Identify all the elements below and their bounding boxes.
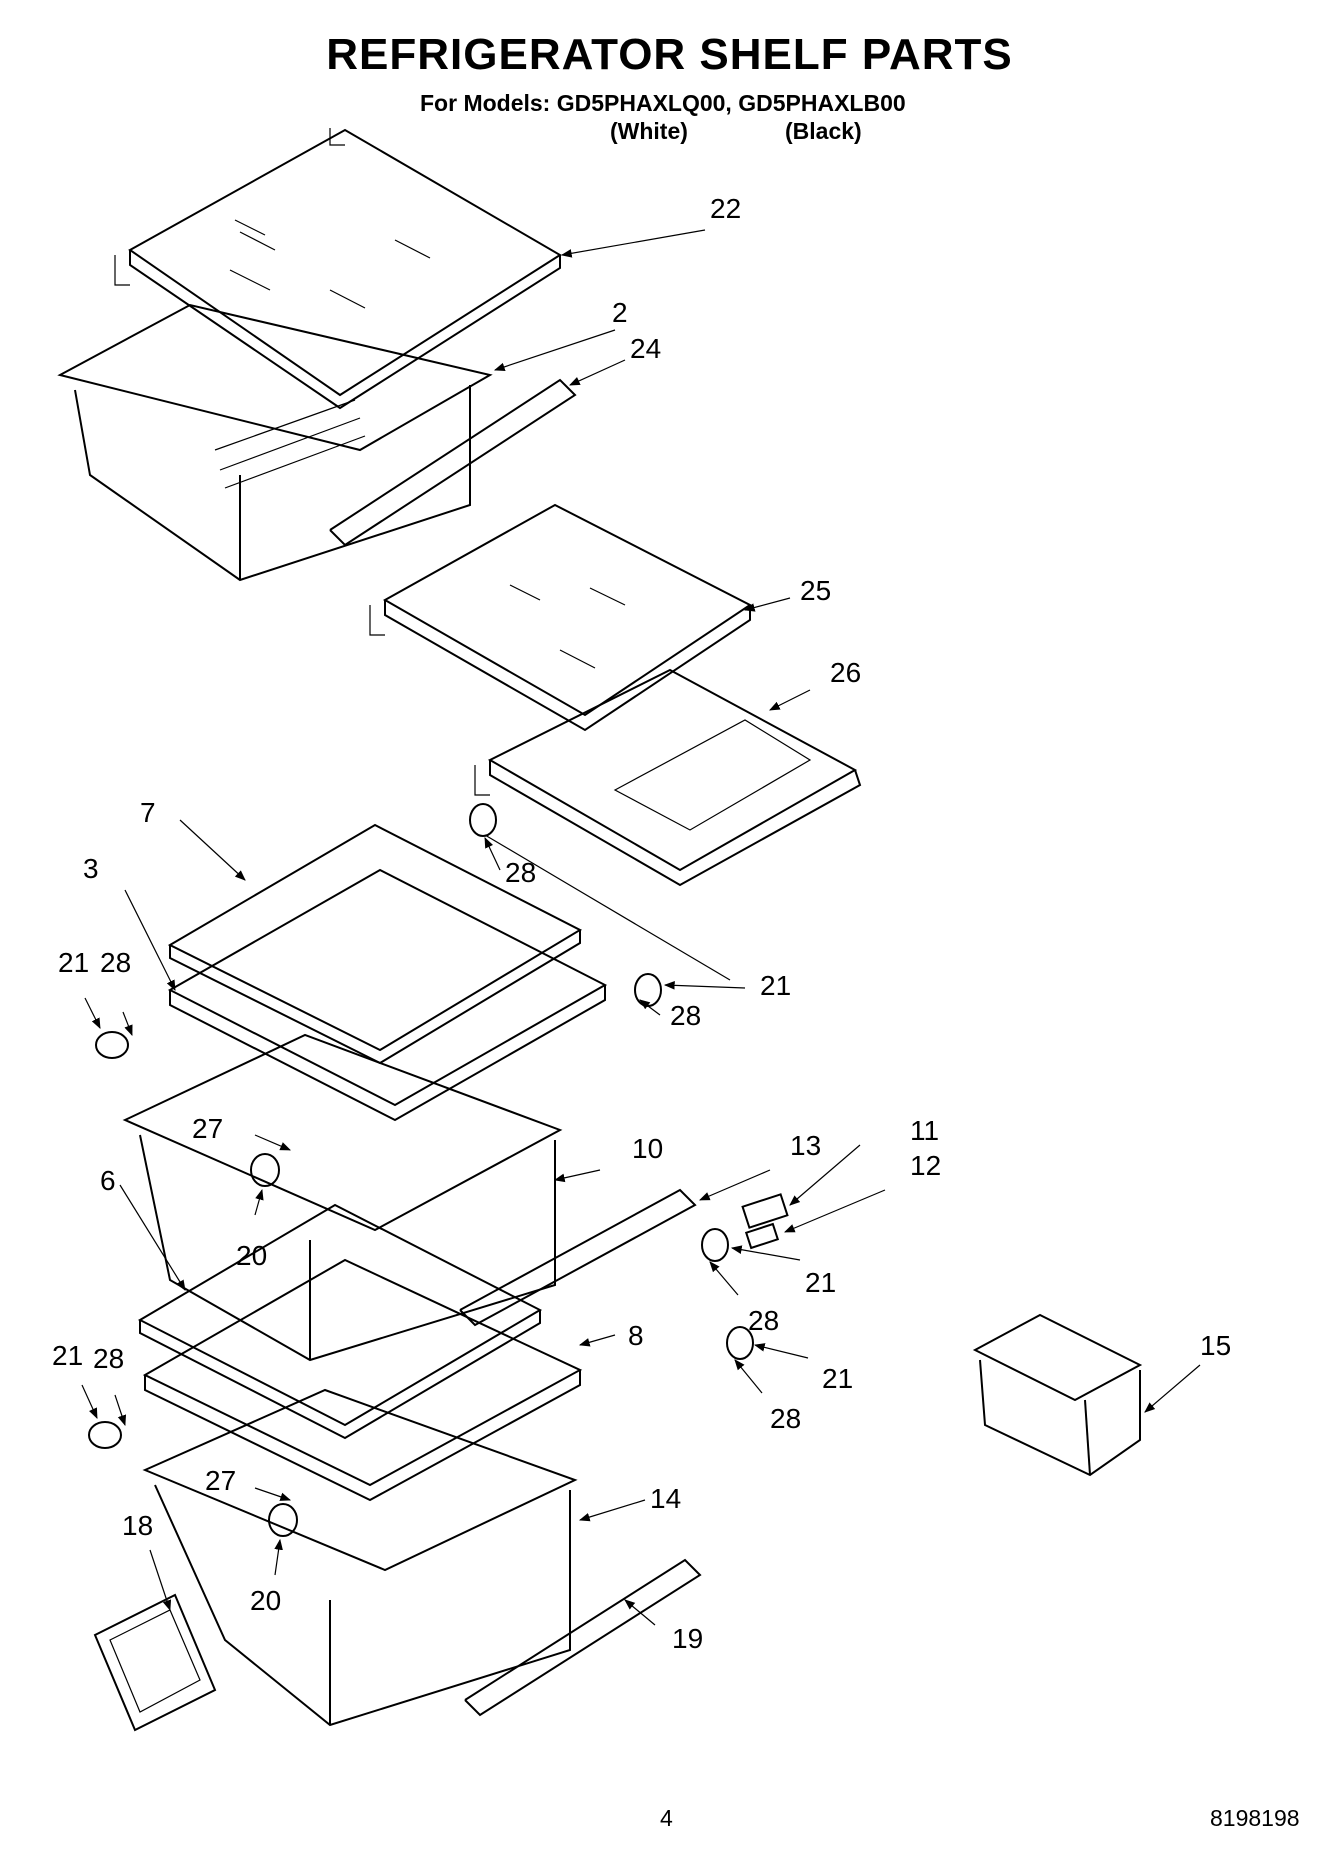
callout-25: 25 <box>800 575 831 606</box>
variant-black: (Black) <box>785 118 862 144</box>
callout-27-b: 27 <box>205 1465 236 1496</box>
callout-6: 6 <box>100 1165 116 1196</box>
callout-2: 2 <box>612 297 628 328</box>
part-26-frame <box>474 668 862 887</box>
callout-20-a: 20 <box>236 1240 267 1271</box>
callout-21-c: 21 <box>805 1267 836 1298</box>
callout-28-d: 28 <box>748 1305 779 1336</box>
part-2-crisper-drawer <box>57 303 493 582</box>
part-15-bin <box>972 1313 1143 1477</box>
callout-13: 13 <box>790 1130 821 1161</box>
callout-19: 19 <box>672 1623 703 1654</box>
callout-8: 8 <box>628 1320 644 1351</box>
callout-22: 22 <box>710 193 741 224</box>
callout-21-a: 21 <box>58 947 89 978</box>
part-3-frame <box>167 868 608 1122</box>
callout-10: 10 <box>632 1133 663 1164</box>
part-6-shelf <box>137 1203 543 1440</box>
callout-7: 7 <box>140 797 156 828</box>
variant-white: (White) <box>610 118 688 144</box>
callout-21-b: 21 <box>760 970 791 1001</box>
callout-28-b: 28 <box>100 947 131 978</box>
page-number: 4 <box>660 1805 673 1831</box>
callout-26: 26 <box>830 657 861 688</box>
part-14-drawer <box>142 1388 578 1727</box>
part-19-rail <box>464 1558 702 1717</box>
page-title: REFRIGERATOR SHELF PARTS <box>326 30 1013 79</box>
callout-15: 15 <box>1200 1330 1231 1361</box>
part-11-12-clips <box>741 1193 789 1250</box>
callout-12: 12 <box>910 1150 941 1181</box>
part-25-shelf <box>369 503 752 732</box>
callout-3: 3 <box>83 853 99 884</box>
callout-18: 18 <box>122 1510 153 1541</box>
models-line: For Models: GD5PHAXLQ00, GD5PHAXLB00 <box>420 90 906 116</box>
callout-labels: 22 2 24 25 26 7 28 3 21 28 21 28 27 10 1… <box>52 193 1231 1654</box>
callout-14: 14 <box>650 1483 681 1514</box>
document-number: 8198198 <box>1210 1805 1300 1831</box>
callout-27-a: 27 <box>192 1113 223 1144</box>
part-18-card <box>93 1593 217 1732</box>
callout-11: 11 <box>910 1115 939 1146</box>
callout-20-b: 20 <box>250 1585 281 1616</box>
hardware-knobs <box>88 803 754 1537</box>
part-24-rail <box>329 378 577 547</box>
callout-28-a: 28 <box>505 857 536 888</box>
part-13-rail <box>459 1188 697 1327</box>
part-10-drawer <box>122 1033 563 1362</box>
callout-21-e: 21 <box>52 1340 83 1371</box>
leader-lines <box>81 229 1201 1626</box>
callout-28-e: 28 <box>770 1403 801 1434</box>
callout-28-c: 28 <box>670 1000 701 1031</box>
callout-24: 24 <box>630 333 661 364</box>
callout-28-f: 28 <box>93 1343 124 1374</box>
part-22-shelf <box>114 128 562 410</box>
callout-21-d: 21 <box>822 1363 853 1394</box>
part-8-frame <box>142 1258 583 1502</box>
